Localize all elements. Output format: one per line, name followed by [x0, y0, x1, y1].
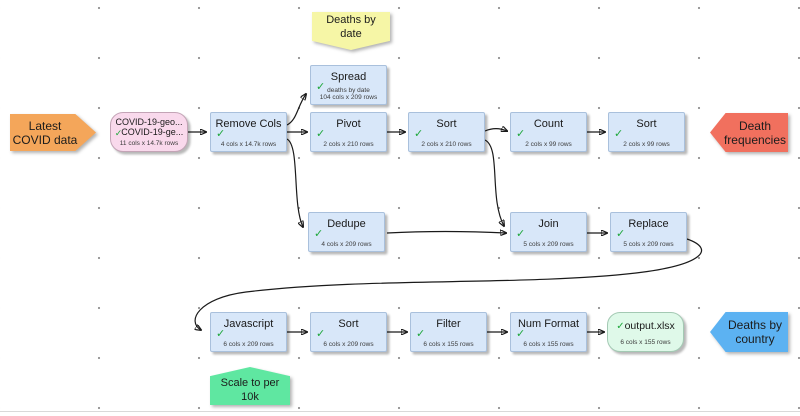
node-remove-cols[interactable]: ✓ Remove Cols 4 cols x 14.7k rows	[210, 112, 287, 152]
note-scale-label: Scale to per 10k	[210, 367, 290, 405]
source-title-2: ✓COVID-19-ge...	[114, 127, 184, 138]
node-subtitle: 4 cols x 209 rows	[321, 241, 372, 248]
node-spread[interactable]: ✓ Spread deaths by date 104 cols x 209 r…	[310, 65, 387, 105]
link-removecols-dedupe	[286, 138, 303, 227]
check-icon: ✓	[616, 321, 625, 332]
node-subtitle: 5 cols x 209 rows	[523, 241, 574, 248]
check-icon: ✓	[114, 128, 123, 138]
link-sort-join	[484, 139, 504, 226]
note-deaths-by-date-label: Deaths by date	[312, 12, 390, 50]
node-subtitle: deaths by date 104 cols x 209 rows	[319, 87, 378, 101]
link-sort-count	[484, 129, 507, 131]
node-num-format[interactable]: ✓ Num Format 6 cols x 155 rows	[510, 312, 587, 352]
node-subtitle: 4 cols x 14.7k rows	[220, 141, 277, 148]
check-icon: ✓	[616, 228, 626, 240]
death-frequencies-tag[interactable]: Death frequencies	[710, 113, 788, 152]
node-subtitle: 5 cols x 209 rows	[623, 241, 674, 248]
output-title: ✓output.xlsx	[616, 320, 675, 333]
note-scale-to-per-10k[interactable]: Scale to per 10k	[210, 367, 290, 405]
node-title: Filter	[436, 318, 461, 330]
check-icon: ✓	[216, 128, 226, 140]
node-count[interactable]: ✓ Count 2 cols x 99 rows	[510, 112, 587, 152]
node-dedupe[interactable]: ✓ Dedupe 4 cols x 209 rows	[308, 212, 385, 252]
node-subtitle: 2 cols x 99 rows	[525, 141, 572, 148]
node-title: Sort	[636, 118, 657, 130]
node-title: Javascript	[223, 318, 274, 330]
source-subtitle: 11 cols x 14.7k rows	[119, 140, 179, 147]
node-title: Spread	[330, 71, 367, 83]
node-sort-3[interactable]: ✓ Sort 6 cols x 209 rows	[310, 312, 387, 352]
node-filter[interactable]: ✓ Filter 6 cols x 155 rows	[410, 312, 487, 352]
node-title: Replace	[628, 218, 669, 230]
node-subtitle: 2 cols x 210 rows	[421, 141, 472, 148]
check-icon: ✓	[516, 128, 526, 140]
source-title-1: COVID-19-geo...	[115, 117, 183, 127]
link-dedupe-join	[386, 232, 506, 234]
source-node-covid-data[interactable]: COVID-19-geo... ✓COVID-19-ge... 11 cols …	[110, 112, 188, 152]
node-replace[interactable]: ✓ Replace 5 cols x 209 rows	[610, 212, 687, 252]
death-frequencies-label: Death frequencies	[710, 113, 788, 152]
node-javascript[interactable]: ✓ Javascript 6 cols x 209 rows	[210, 312, 287, 352]
check-icon: ✓	[314, 228, 324, 240]
input-tag[interactable]: Latest COVID data	[10, 114, 96, 151]
check-icon: ✓	[316, 328, 326, 340]
node-join[interactable]: ✓ Join 5 cols x 209 rows	[510, 212, 587, 252]
node-subtitle: 2 cols x 99 rows	[623, 141, 670, 148]
node-subtitle: 6 cols x 209 rows	[323, 341, 374, 348]
node-title: Join	[538, 218, 559, 230]
note-deaths-by-date[interactable]: Deaths by date	[312, 12, 390, 50]
check-icon: ✓	[316, 81, 326, 93]
check-icon: ✓	[414, 128, 424, 140]
output-node-xlsx[interactable]: ✓output.xlsx 6 cols x 155 rows	[607, 312, 684, 352]
link-removecols-spread	[286, 94, 306, 126]
node-title: Count	[533, 118, 564, 130]
window-edge	[0, 411, 800, 412]
node-title: Sort	[338, 318, 359, 330]
check-icon: ✓	[516, 228, 526, 240]
node-title: Remove Cols	[215, 118, 282, 130]
check-icon: ✓	[614, 128, 624, 140]
node-subtitle: 2 cols x 210 rows	[323, 141, 374, 148]
node-title: Num Format	[517, 318, 580, 330]
node-sort-1[interactable]: ✓ Sort 2 cols x 210 rows	[408, 112, 485, 152]
check-icon: ✓	[416, 328, 426, 340]
node-title: Sort	[436, 118, 457, 130]
node-subtitle: 6 cols x 155 rows	[523, 341, 574, 348]
check-icon: ✓	[216, 328, 226, 340]
output-subtitle: 6 cols x 155 rows	[620, 339, 671, 346]
node-sort-2[interactable]: ✓ Sort 2 cols x 99 rows	[608, 112, 685, 152]
deaths-by-country-tag[interactable]: Deaths by country	[710, 312, 788, 352]
node-title: Dedupe	[327, 218, 366, 230]
check-icon: ✓	[316, 128, 326, 140]
node-pivot[interactable]: ✓ Pivot 2 cols x 210 rows	[310, 112, 387, 152]
node-subtitle: 6 cols x 155 rows	[423, 341, 474, 348]
node-subtitle: 6 cols x 209 rows	[223, 341, 274, 348]
deaths-by-country-label: Deaths by country	[710, 312, 788, 352]
input-tag-label: Latest COVID data	[10, 114, 96, 151]
check-icon: ✓	[516, 328, 526, 340]
node-title: Pivot	[336, 118, 361, 130]
